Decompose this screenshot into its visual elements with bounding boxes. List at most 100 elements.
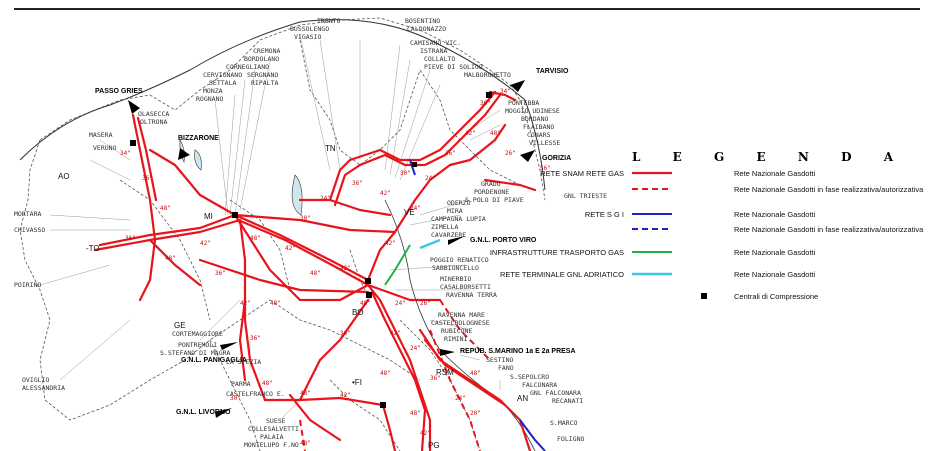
pipe-diameter-label: 48" bbox=[380, 370, 391, 377]
pipe-diameter-label: 36" bbox=[352, 180, 363, 187]
entry-gnl-panigaglia: G.N.L. PANIGAGLIA bbox=[181, 357, 247, 364]
city-an: AN bbox=[517, 394, 529, 403]
place-label: ISTRANA bbox=[420, 47, 448, 55]
pipe-diameter-label: 36" bbox=[430, 375, 441, 382]
pipe-diameter-label: 36" bbox=[215, 270, 226, 277]
pipe-diameter-label: 36" bbox=[480, 100, 491, 107]
place-label: GNL FALCONARA bbox=[530, 389, 581, 397]
place-label: TRENTO bbox=[317, 17, 341, 25]
pipe-diameter-label: 48" bbox=[490, 130, 501, 137]
sgi-network bbox=[409, 159, 546, 451]
pipe-diameter-label: 36" bbox=[445, 150, 456, 157]
city-mi: MI bbox=[204, 212, 213, 221]
pipe-diameter-label: 42" bbox=[340, 392, 351, 399]
place-label: PONTREMOLI bbox=[178, 341, 218, 349]
infra-green-line bbox=[384, 244, 411, 286]
place-label: COLLESALVETTI bbox=[248, 425, 299, 433]
legend-cat-snam: RETE SNAM RETE GAS bbox=[540, 169, 624, 178]
place-label: GNL TRIESTE bbox=[564, 192, 608, 200]
place-label: MASERA bbox=[89, 131, 113, 139]
legend-item: Rete Nazionale Gasdotti bbox=[734, 270, 816, 279]
place-label: BOSENTINO bbox=[405, 17, 441, 25]
legend-item: Rete Nazionale Gasdotti in fase realizza… bbox=[734, 225, 924, 234]
pipe-diameter-label: 30" bbox=[300, 215, 311, 222]
pipe-diameter-label: 42" bbox=[285, 245, 296, 252]
pipe-diameter-label: 42" bbox=[465, 130, 476, 137]
place-label: FOLIGNO bbox=[557, 435, 585, 443]
pipe-diameter-label: 48" bbox=[262, 380, 273, 387]
place-label: RAVENNA MARE bbox=[438, 311, 485, 319]
legend-item: Rete Nazionale Gasdotti bbox=[734, 210, 816, 219]
place-label: MONZA bbox=[203, 87, 223, 95]
place-label: PONTEBBA bbox=[508, 99, 540, 107]
snam-network-planned bbox=[299, 299, 491, 451]
place-label: VILLESSE bbox=[529, 139, 561, 147]
legend-letter: A bbox=[883, 150, 894, 164]
pipe-diameter-label: 36" bbox=[125, 235, 136, 242]
place-label: VERUNO bbox=[93, 144, 117, 152]
pipe-diameter-label: 36" bbox=[142, 175, 153, 182]
pipe-diameter-label: 36" bbox=[250, 335, 261, 342]
pipe-diameter-label: 56" bbox=[540, 165, 551, 172]
pipe-diameter-label: 48" bbox=[270, 300, 281, 307]
legend-item: Rete Nazionale Gasdotti bbox=[734, 169, 816, 178]
place-label: FALCONARA bbox=[522, 381, 558, 389]
legend-letter: G bbox=[714, 150, 726, 164]
pipe-diameter-label: 20" bbox=[470, 410, 481, 417]
pipe-diameter-label: 48" bbox=[300, 390, 311, 397]
place-label: OLASECCA bbox=[138, 110, 170, 118]
pipe-diameter-label: 24" bbox=[410, 345, 421, 352]
place-label: RIMINI bbox=[444, 335, 468, 343]
place-label: SESTINO bbox=[486, 356, 514, 364]
legend-cat-infra: INFRASTRUTTURE TRASPORTO GAS bbox=[489, 248, 624, 257]
pipe-diameter-label: 34" bbox=[500, 88, 511, 95]
place-label: POGGIO RENATICO bbox=[430, 256, 489, 264]
header-rule bbox=[14, 8, 920, 10]
city-tn: TN bbox=[325, 144, 336, 153]
place-label: CORTEMAGGIORE bbox=[172, 330, 223, 338]
pipe-diameter-label: 48" bbox=[160, 205, 171, 212]
pipe-diameter-label: 26" bbox=[505, 150, 516, 157]
legend-letter: N bbox=[797, 150, 810, 164]
pipe-diameter-label: 48" bbox=[300, 440, 311, 447]
place-label: PIEVE DI SOLIGO bbox=[424, 63, 483, 71]
place-label: LA SPEZIA bbox=[226, 358, 262, 366]
legend-cat-sgi: RETE S G I bbox=[584, 210, 624, 219]
lakes bbox=[179, 139, 303, 216]
place-label: FANO bbox=[498, 364, 514, 372]
place-label: PALAIA bbox=[260, 433, 284, 441]
compression-stations bbox=[130, 92, 492, 408]
entry-bizzarone: BIZZARONE bbox=[178, 135, 219, 142]
place-label: SUESE bbox=[266, 417, 286, 425]
place-label: PORDENONE bbox=[474, 188, 510, 196]
pipe-diameter-label: 24" bbox=[425, 175, 436, 182]
place-label: CERVIGNANO bbox=[203, 71, 243, 79]
pipe-diameter-label: 24" bbox=[320, 195, 331, 202]
legend-title: L E G E N D A bbox=[632, 150, 894, 164]
pipe-diameter-label: 48" bbox=[360, 300, 371, 307]
place-label: VIGASIO bbox=[294, 33, 322, 41]
place-label: BORDANO bbox=[521, 115, 549, 123]
place-label: CASTELFRANCO E. bbox=[226, 390, 285, 398]
place-label: MIRA bbox=[447, 207, 463, 215]
place-label: S.POLO DI PIAVE bbox=[465, 196, 524, 204]
place-label: CAMPAGNA LUPIA bbox=[431, 215, 486, 223]
pipe-diameter-label: 42" bbox=[200, 240, 211, 247]
place-label: RIPALTA bbox=[251, 79, 279, 87]
legend-letter: L bbox=[632, 150, 642, 164]
place-label: MALBORGHETTO bbox=[464, 71, 511, 79]
place-label: SABBIONCELLO bbox=[432, 264, 479, 272]
pipe-diameter-label: 42" bbox=[340, 265, 351, 272]
gnl-adriatico-line bbox=[419, 238, 441, 250]
place-label: MORTARA bbox=[14, 210, 42, 218]
pipe-diameter-label: 48" bbox=[250, 235, 261, 242]
place-label: SETTALA bbox=[209, 79, 237, 87]
place-label: BUSSOLENGO bbox=[290, 25, 330, 33]
entry-gorizia: GORIZIA bbox=[542, 155, 572, 162]
legend-letter: D bbox=[841, 150, 853, 164]
place-label: MONTELUPO F.NO bbox=[244, 441, 299, 449]
regional-borders bbox=[19, 17, 546, 451]
place-label: RUBICONE bbox=[441, 327, 473, 335]
pipe-diameter-label: 34" bbox=[120, 150, 131, 157]
